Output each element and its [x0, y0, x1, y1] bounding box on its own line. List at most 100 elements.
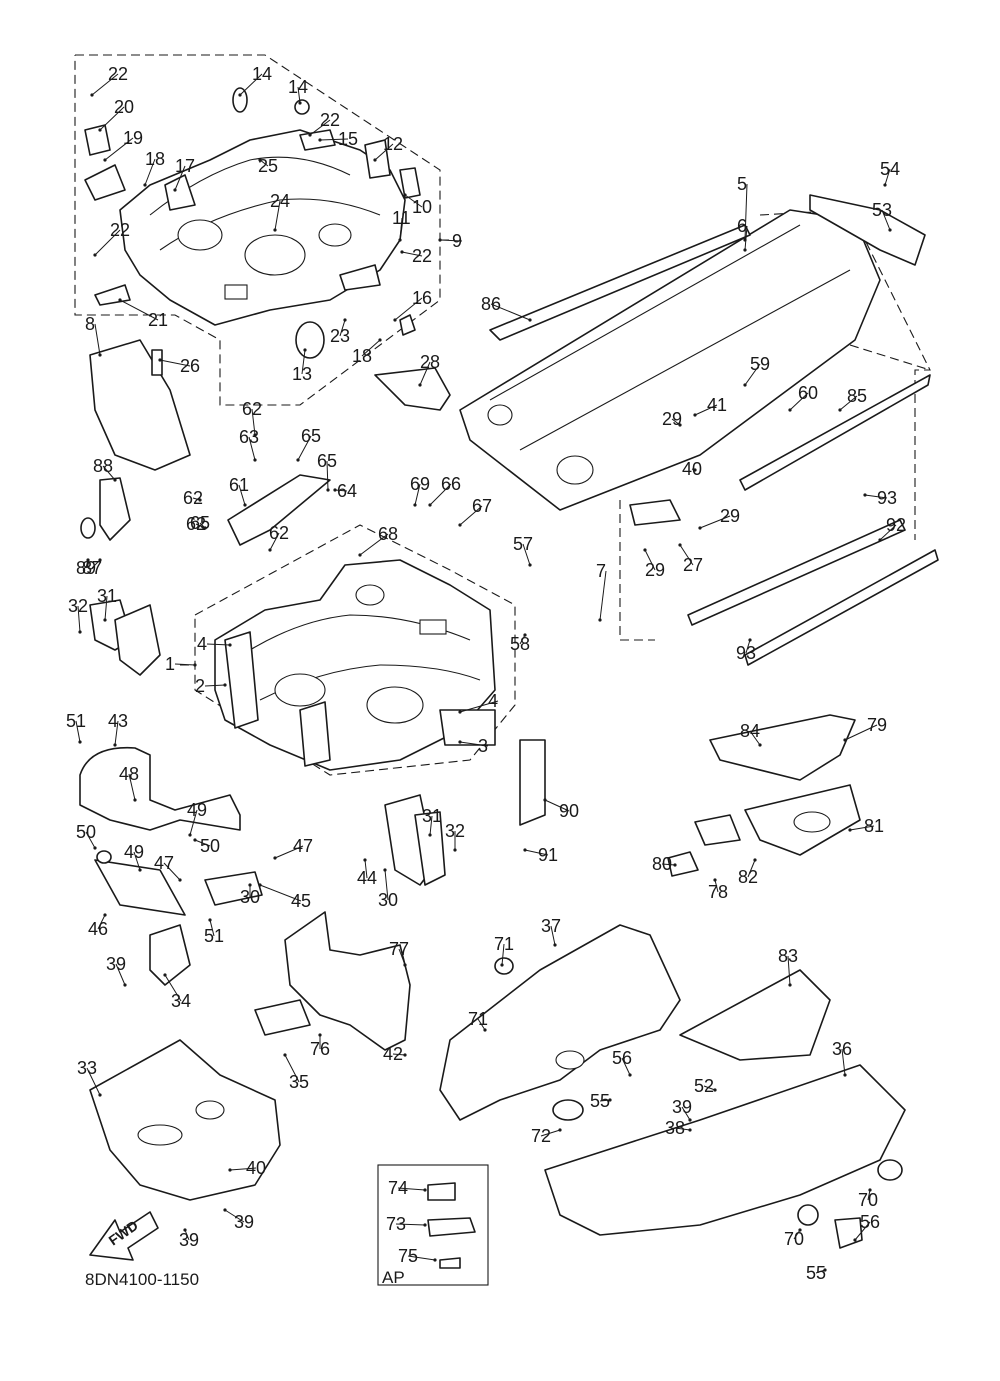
- leader-end-dot: [90, 93, 94, 97]
- side-panel-76: [254, 911, 411, 1051]
- callout-14-b: 14: [288, 77, 308, 97]
- leader-end-dot: [553, 943, 557, 947]
- leader-end-dot: [86, 558, 90, 562]
- callout-62-b: 62: [183, 488, 203, 508]
- callout-45: 45: [291, 891, 311, 911]
- leader-end-dot: [258, 883, 262, 887]
- callout-48: 48: [119, 764, 139, 784]
- leader-end-dot: [608, 1098, 612, 1102]
- callout-50-b: 50: [76, 822, 96, 842]
- leader-end-dot: [458, 740, 462, 744]
- callout-83: 83: [778, 946, 798, 966]
- leader-line: [699, 515, 731, 529]
- leader-end-dot: [268, 548, 272, 552]
- leader-end-dot: [678, 423, 682, 427]
- callout-56-a: 56: [612, 1048, 632, 1068]
- callout-1: 1: [165, 654, 175, 674]
- leader-end-dot: [273, 856, 277, 860]
- leader-line: [104, 137, 134, 161]
- leader-line: [679, 544, 694, 566]
- leader-line: [374, 143, 394, 161]
- callout-20: 20: [114, 97, 134, 117]
- leader-line: [159, 359, 191, 367]
- callout-16: 16: [412, 288, 432, 308]
- leader-end-dot: [363, 858, 367, 862]
- leader-end-dot: [400, 250, 404, 254]
- callout-89: 89: [76, 558, 96, 578]
- callout-71-b: 71: [468, 1009, 488, 1029]
- callout-40-b: 40: [682, 459, 702, 479]
- leader-end-dot: [428, 833, 432, 837]
- leader-line: [519, 634, 526, 645]
- leader-line: [621, 1057, 631, 1076]
- leader-end-dot: [558, 1128, 562, 1132]
- leader-end-dot: [848, 828, 852, 832]
- leader-line: [477, 1018, 486, 1031]
- leader-end-dot: [383, 868, 387, 872]
- leader-end-dot: [403, 963, 407, 967]
- callout-18-b: 18: [352, 346, 372, 366]
- callout-72: 72: [531, 1126, 551, 1146]
- leader-end-dot: [248, 883, 252, 887]
- callout-37: 37: [541, 916, 561, 936]
- leader-line: [867, 1189, 871, 1201]
- leader-line: [747, 859, 756, 878]
- callout-42: 42: [383, 1044, 403, 1064]
- leader-end-dot: [693, 468, 697, 472]
- leader-end-dot: [483, 1028, 487, 1032]
- leader-line: [793, 1229, 801, 1240]
- leader-end-dot: [318, 1033, 322, 1037]
- leader-line: [864, 494, 888, 499]
- leader-line: [661, 863, 676, 866]
- callout-79: 79: [867, 715, 887, 735]
- callout-67: 67: [472, 496, 492, 516]
- leader-line: [671, 418, 681, 426]
- leader-end-dot: [123, 983, 127, 987]
- callout-62-d: 62: [269, 523, 289, 543]
- leader-end-dot: [713, 878, 717, 882]
- callout-15: 15: [338, 129, 358, 149]
- leader-line: [459, 741, 489, 747]
- callout-23: 23: [330, 326, 350, 346]
- leader-line: [398, 948, 406, 966]
- callout-22-b: 22: [110, 220, 130, 240]
- forward-arrow: FWD: [89, 1211, 159, 1261]
- callout-29-b: 29: [720, 506, 740, 526]
- callout-5: 5: [737, 174, 747, 194]
- leader-end-dot: [228, 1168, 232, 1172]
- leader-line: [361, 339, 381, 357]
- leader-line: [459, 505, 483, 526]
- leader-line: [206, 643, 231, 646]
- leader-line: [522, 543, 531, 566]
- leader-line: [224, 1209, 245, 1223]
- callout-66: 66: [441, 474, 461, 494]
- leader-end-dot: [883, 183, 887, 187]
- leader-end-dot: [743, 383, 747, 387]
- callout-38: 38: [665, 1118, 685, 1138]
- leader-end-dot: [223, 1208, 227, 1212]
- leader-line: [749, 730, 761, 746]
- leader-end-dot: [193, 838, 197, 842]
- leader-line: [85, 831, 96, 849]
- callout-11: 11: [392, 208, 411, 228]
- leader-line: [841, 1048, 846, 1076]
- leader-end-dot: [178, 878, 182, 882]
- leader-line: [284, 1054, 300, 1083]
- callout-62-c: 62: [186, 514, 206, 534]
- leader-end-dot: [418, 383, 422, 387]
- leader-line: [259, 159, 269, 167]
- leader-line: [229, 1167, 257, 1171]
- ap-variant-parts: [427, 1182, 476, 1269]
- callout-68: 68: [378, 524, 398, 544]
- leader-line: [86, 1067, 101, 1096]
- callout-80: 80: [652, 854, 672, 874]
- leader-end-dot: [678, 543, 682, 547]
- leader-end-dot: [698, 526, 702, 530]
- callout-21: 21: [148, 310, 168, 330]
- leader-end-dot: [103, 913, 107, 917]
- callout-22-a: 22: [108, 64, 128, 84]
- leader-line: [849, 825, 875, 831]
- leader-end-dot: [378, 338, 382, 342]
- callout-77: 77: [389, 939, 409, 959]
- leader-end-dot: [458, 710, 462, 714]
